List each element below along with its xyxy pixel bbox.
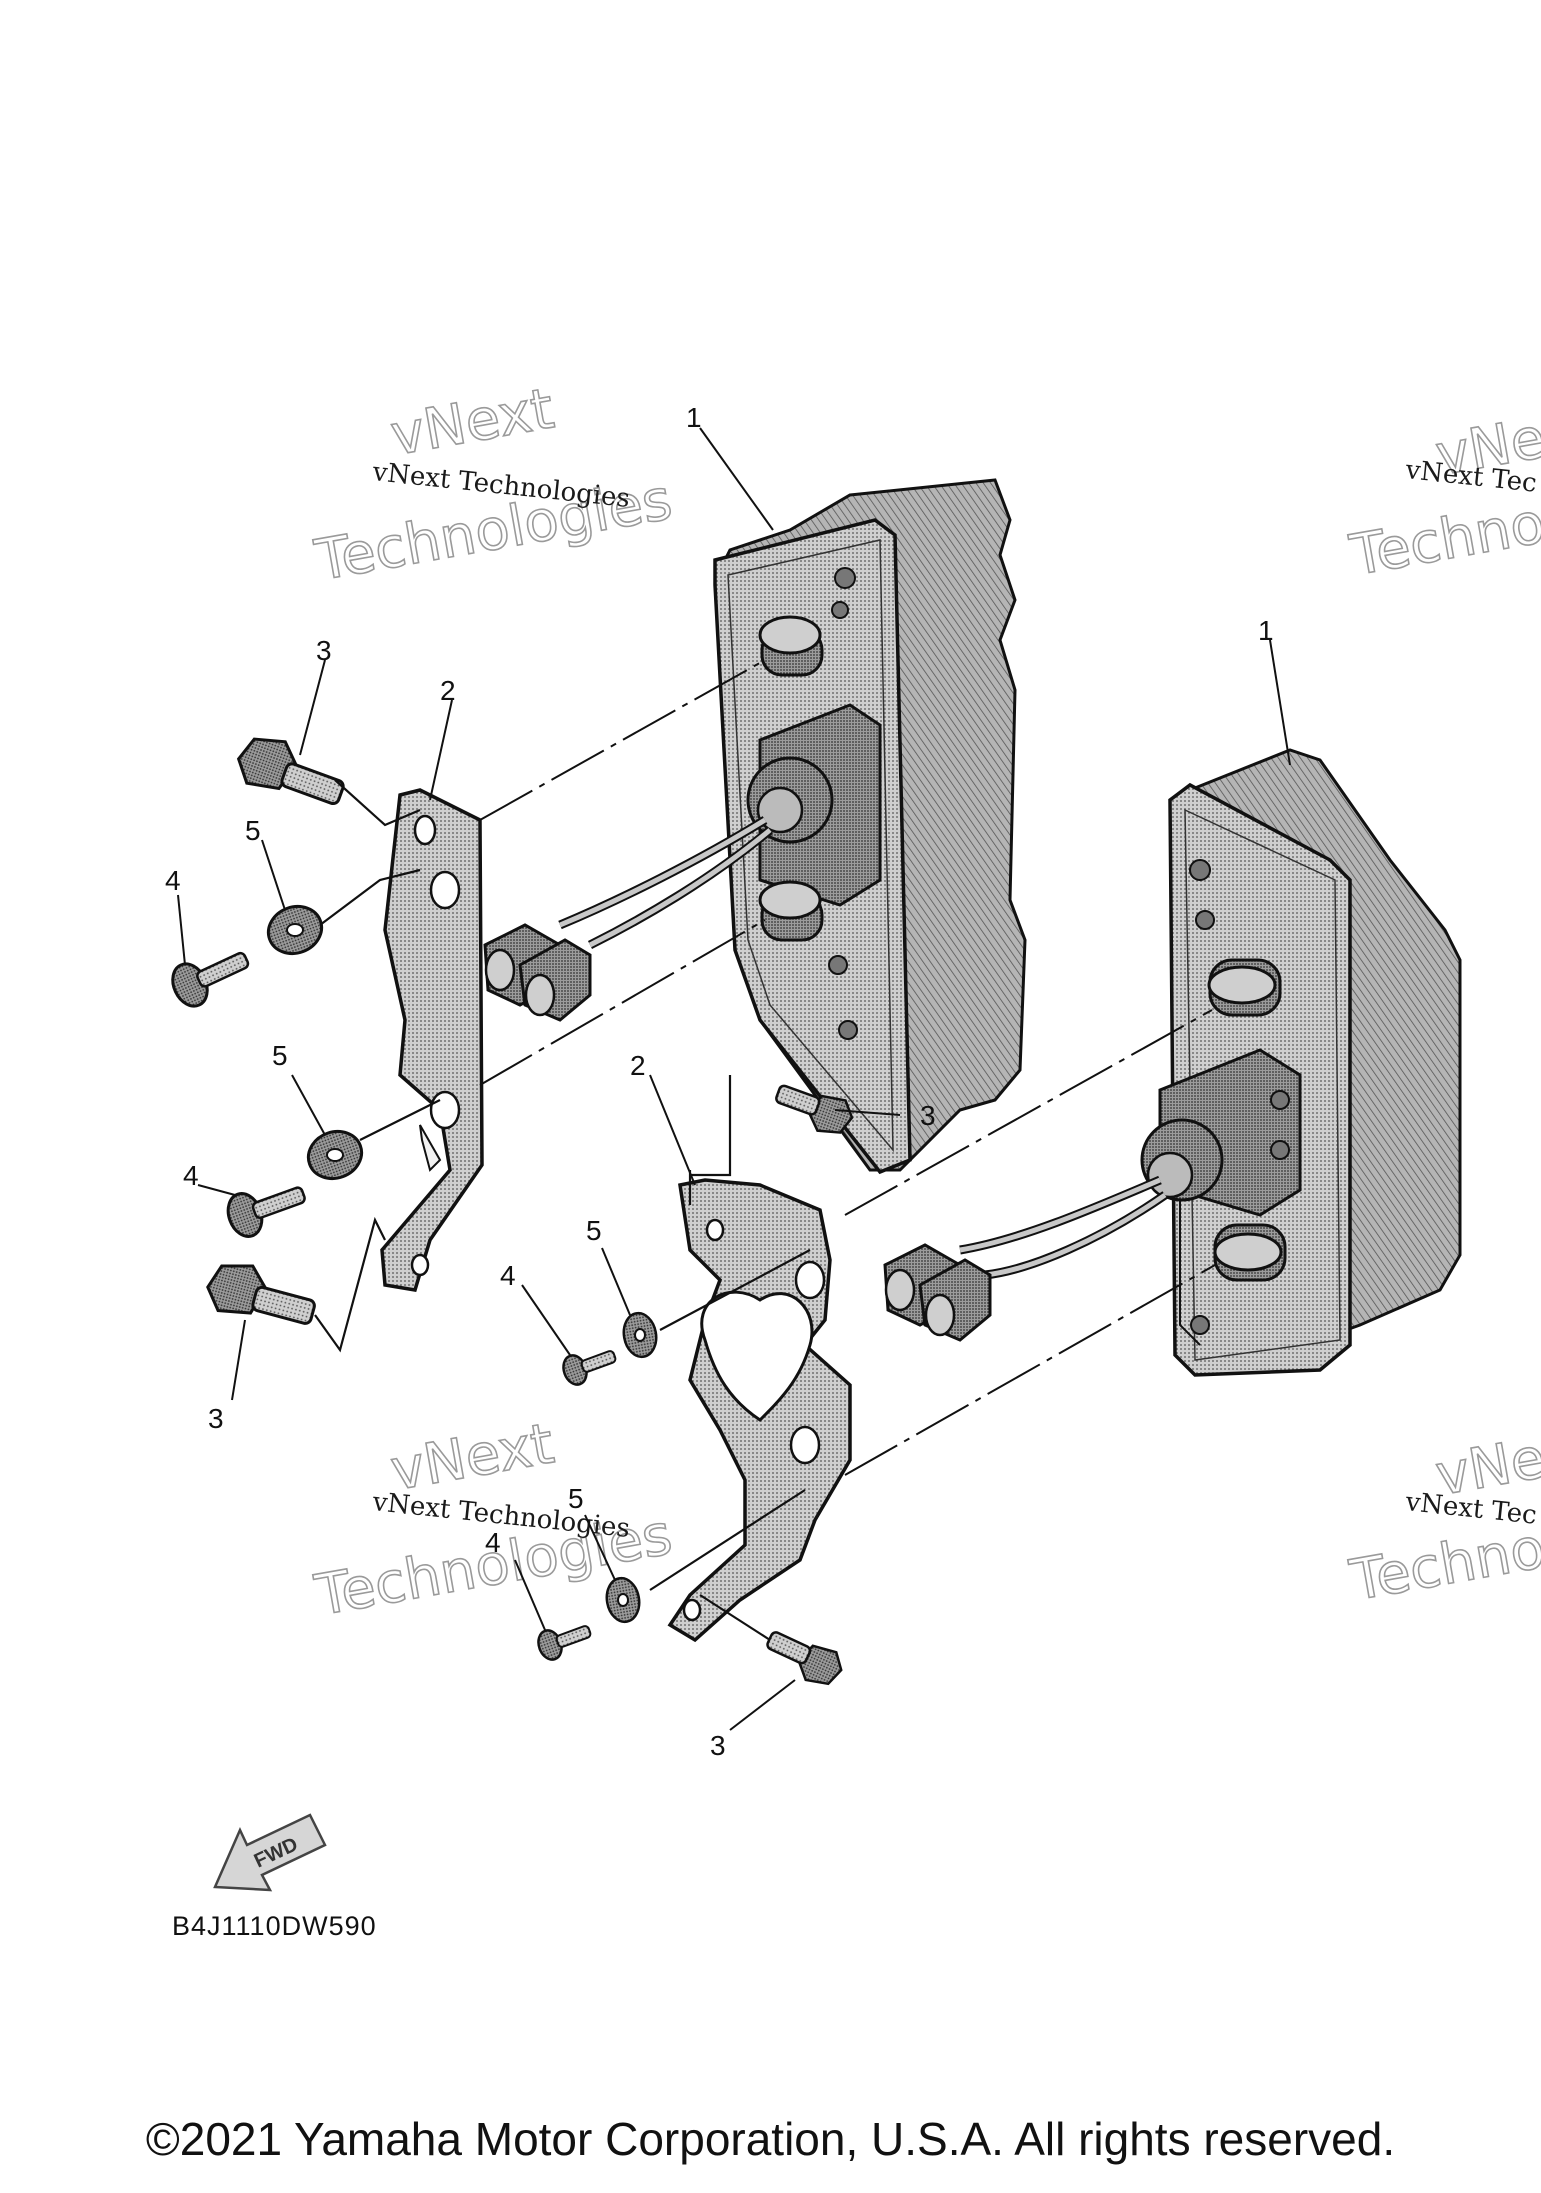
washer-5-a: [266, 904, 324, 956]
fastener-axis-lines: [314, 779, 811, 1641]
bracket-right: [667, 1178, 852, 1643]
callout-3: 3: [208, 1403, 224, 1434]
callout-5: 5: [245, 815, 261, 846]
leader-lines: [177, 427, 1291, 1731]
watermark-big-1: vNext: [386, 376, 558, 468]
callout-2: 2: [440, 675, 456, 706]
callout-3: 3: [710, 1730, 726, 1761]
screw-4-a: [171, 951, 250, 1008]
bolt-3-upper-left: [236, 737, 345, 806]
assembly-lines: [479, 659, 1216, 1476]
connector-plug: [883, 1243, 992, 1342]
bracket-left: [380, 788, 484, 1292]
watermark-right-bottom: vNe Techno vNext Tec: [1344, 1425, 1541, 1615]
callout-2: 2: [630, 1050, 646, 1081]
watermark-big-2: Techno: [1345, 1516, 1541, 1614]
bolt-3-lower-left: [206, 1264, 316, 1325]
callout-4: 4: [165, 865, 181, 896]
washer-5-c: [622, 1311, 658, 1359]
callout-5: 5: [586, 1215, 602, 1246]
callout-1: 1: [1258, 615, 1274, 646]
watermark-left-top: vNext Technologies vNext Technologies: [309, 376, 677, 595]
washer-5-d: [605, 1576, 641, 1624]
washer-5-b: [306, 1129, 364, 1181]
connector-plug: [483, 923, 592, 1022]
callout-5: 5: [272, 1040, 288, 1071]
diagram-code: B4J1110DW590: [172, 1911, 377, 1941]
watermark-right-top: vNe Techno vNext Tec: [1344, 405, 1541, 590]
callout-5: 5: [568, 1483, 584, 1514]
callouts: 1 1 2 2 3 3 3 3 4 4 4 4 5 5 5 5: [165, 402, 1274, 1761]
callout-4: 4: [500, 1260, 516, 1291]
bolt-3-upper-right: [775, 1084, 854, 1134]
tail-light-right: [883, 748, 1462, 1377]
callout-3: 3: [920, 1100, 936, 1131]
screw-4-b: [226, 1186, 306, 1238]
copyright-notice: ©2021 Yamaha Motor Corporation, U.S.A. A…: [145, 2113, 1396, 2165]
tail-light-left: [483, 478, 1027, 1175]
callout-4: 4: [485, 1527, 501, 1558]
bolt-3-lower-right: [766, 1631, 843, 1686]
watermark-big-1: vNext: [386, 1411, 558, 1503]
callout-3: 3: [316, 635, 332, 666]
screw-4-c: [562, 1350, 617, 1386]
watermark-big-2: Techno: [1345, 491, 1541, 589]
callout-4: 4: [183, 1160, 199, 1191]
screw-4-d: [537, 1625, 592, 1661]
callout-1: 1: [686, 402, 702, 433]
fwd-arrow-icon: FWD: [213, 1813, 327, 1892]
